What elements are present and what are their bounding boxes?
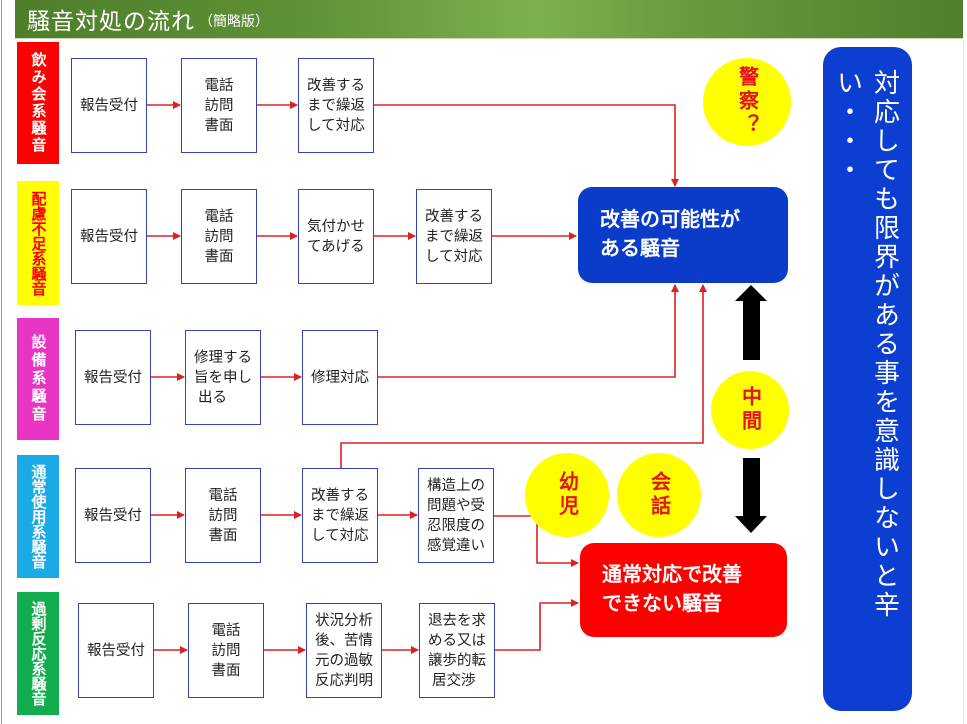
category-text: 配慮不足系騒音 (29, 190, 47, 296)
step-text: 修理対応 (311, 369, 369, 386)
step-box: 修理する 旨を申し 出る (185, 330, 261, 425)
badge-text: 会話 (647, 471, 670, 519)
step-box: 退去を求 める又は 譲歩的転 居交渉 (419, 603, 495, 698)
step-text: 報告受付 (80, 228, 138, 245)
badge-infant: 幼児 (525, 453, 609, 537)
step-text: 気付かせ てあげる (307, 218, 365, 255)
category-label-equipment: 設備系騒音 (17, 318, 59, 440)
step-text: 電話 訪問 書面 (204, 208, 234, 265)
badge-text: 中間 (738, 386, 761, 434)
category-text: 通常使用系騒音 (29, 464, 47, 569)
connector-equipment-to-improvable (378, 284, 679, 378)
outcome-improvable: 改善の可能性が ある騒音 (578, 187, 788, 283)
step-text: 電話 訪問 書面 (211, 622, 241, 679)
side-banner-text: 対応しても限界がある事を意識しないと辛い・・・ (833, 69, 901, 620)
category-label-drinking: 飲み会系騒音 (17, 42, 59, 164)
category-text: 飲み会系騒音 (29, 52, 47, 154)
step-text: 退去を求 める又は 譲歩的転 居交渉 (428, 612, 486, 689)
badge-conversation: 会話 (617, 453, 701, 537)
slide-border-left (1, 0, 2, 724)
step-box: 報告受付 (75, 468, 151, 563)
badge-middle: 中間 (711, 371, 789, 449)
step-text: 報告受付 (87, 642, 145, 659)
connector-overreaction-to-not-improvable (495, 599, 579, 651)
category-label-normal-use: 通常使用系騒音 (17, 455, 59, 578)
step-box: 報告受付 (71, 189, 147, 284)
step-text: 改善する まで繰返 して対応 (425, 208, 483, 265)
outcome-text: 改善の可能性が ある騒音 (600, 209, 740, 260)
outcome-not-improvable: 通常対応で改善 できない騒音 (580, 543, 787, 637)
connector-normal-use-to-improvable (340, 284, 707, 468)
connector-structural-to-not-improvable (494, 515, 579, 567)
step-text: 報告受付 (84, 369, 142, 386)
step-box: 改善する まで繰返 して対応 (302, 468, 378, 563)
page-title: 騒音対処の流れ (27, 8, 195, 34)
badge-text: 幼児 (555, 471, 578, 519)
step-text: 状況分析 後、苦情 元の過敏 反応判明 (315, 612, 373, 689)
step-text: 報告受付 (80, 97, 138, 114)
step-box: 電話 訪問 書面 (181, 189, 257, 284)
step-box: 電話 訪問 書面 (185, 468, 261, 563)
step-box: 構造上の 問題や受 忍限度の 感覚違い (418, 468, 494, 563)
category-label-inconsiderate: 配慮不足系騒音 (17, 181, 59, 305)
outcome-text: 通常対応で改善 できない騒音 (602, 564, 742, 615)
title-bar: 騒音対処の流れ （簡略版） (15, 0, 963, 39)
step-box: 電話 訪問 書面 (188, 603, 264, 698)
page-subtitle: （簡略版） (199, 13, 269, 29)
step-box: 修理対応 (302, 330, 378, 425)
category-text: 設備系騒音 (29, 334, 47, 424)
step-text: 構造上の 問題や受 忍限度の 感覚違い (427, 477, 485, 554)
arrow-down-icon (735, 458, 767, 533)
step-text: 改善する まで繰返 して対応 (311, 487, 369, 544)
step-box: 電話 訪問 書面 (181, 58, 257, 153)
step-box: 報告受付 (75, 330, 151, 425)
step-box: 気付かせ てあげる (298, 189, 374, 284)
category-label-overreaction: 過剰反応系騒音 (17, 592, 59, 715)
step-text: 修理する 旨を申し 出る (194, 349, 252, 406)
step-box: 状況分析 後、苦情 元の過敏 反応判明 (306, 603, 382, 698)
step-text: 電話 訪問 書面 (208, 487, 238, 544)
side-banner: 対応しても限界がある事を意識しないと辛い・・・ (823, 47, 912, 711)
badge-text: 警察？ (735, 66, 758, 138)
step-box: 改善する まで繰返 して対応 (416, 189, 492, 284)
connector-drinking-to-improvable (374, 104, 679, 187)
step-box: 報告受付 (78, 603, 154, 698)
category-text: 過剰反応系騒音 (29, 601, 47, 706)
step-text: 改善する まで繰返 して対応 (307, 77, 365, 134)
step-box: 報告受付 (71, 58, 147, 153)
step-box: 改善する まで繰返 して対応 (298, 58, 374, 153)
step-text: 報告受付 (84, 507, 142, 524)
step-text: 電話 訪問 書面 (204, 77, 234, 134)
badge-police: 警察？ (703, 58, 791, 146)
arrow-up-icon (735, 285, 767, 360)
slide-border-right (963, 40, 964, 724)
